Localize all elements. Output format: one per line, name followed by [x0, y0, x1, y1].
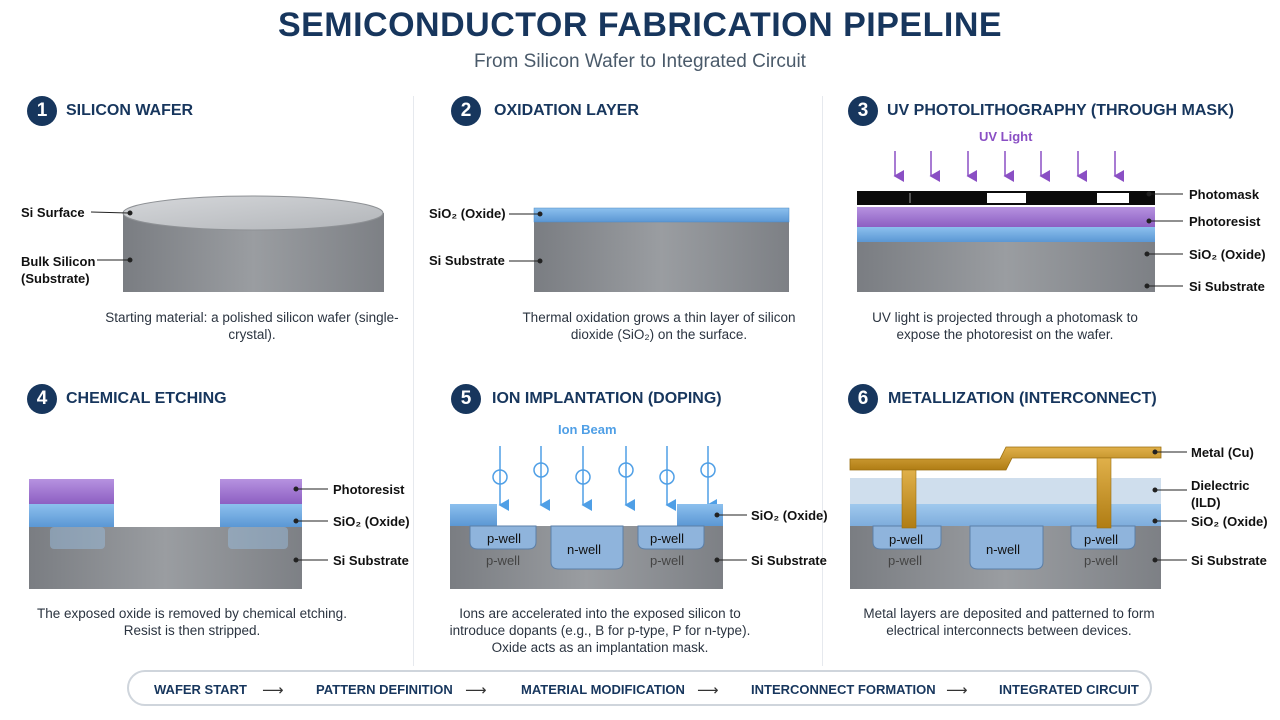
label-oxide: SiO₂ (Oxide) [751, 508, 828, 523]
label-si-surface: Si Surface [21, 205, 85, 220]
label-p-well: p-well [650, 531, 684, 546]
step-number-badge: 2 [451, 96, 481, 126]
label-p-well: p-well [1084, 532, 1118, 547]
arrow-right-icon: ⟶ [262, 682, 284, 699]
label-photoresist: Photoresist [1189, 214, 1261, 229]
metal-stack [849, 446, 1162, 589]
label-p-well: p-well [486, 553, 520, 568]
step-title: SILICON WAFER [66, 102, 194, 119]
step-title: METALLIZATION (INTERCONNECT) [888, 390, 1157, 407]
step-caption: Metal layers are deposited and patterned… [863, 606, 1155, 638]
label-oxide: SiO₂ (Oxide) [1189, 247, 1266, 262]
step-title: OXIDATION LAYER [494, 102, 639, 119]
wafer-leader-lines [90, 210, 133, 263]
label-p-well: p-well [889, 532, 923, 547]
process-flow-bar: WAFER START ⟶ PATTERN DEFINITION ⟶ MATER… [127, 670, 1152, 706]
label-ion-beam: Ion Beam [558, 422, 617, 437]
metal-leader-lines [1152, 449, 1187, 563]
implant-stack [450, 504, 723, 589]
step-caption: Starting material: a polished silicon wa… [105, 310, 399, 342]
label-dielectric: Dielectric (ILD) [1191, 478, 1250, 510]
step-caption: Thermal oxidation grows a thin layer of … [522, 310, 796, 342]
label-uv-light: UV Light [979, 129, 1033, 144]
uv-arrows [893, 151, 1124, 182]
flow-step: INTEGRATED CIRCUIT [999, 682, 1139, 697]
label-p-well: p-well [487, 531, 521, 546]
step-caption: Ions are accelerated into the exposed si… [449, 606, 751, 655]
step-title: CHEMICAL ETCHING [66, 390, 227, 407]
step-caption: The exposed oxide is removed by chemical… [37, 606, 347, 638]
column-divider [822, 96, 823, 666]
label-substrate: Si Substrate [751, 553, 827, 568]
label-oxide: SiO₂ (Oxide) [429, 206, 506, 221]
arrow-right-icon: ⟶ [946, 682, 968, 699]
step-number-badge: 6 [848, 384, 878, 414]
page-title: SEMICONDUCTOR FABRICATION PIPELINE [277, 6, 1003, 44]
step-number-badge: 4 [27, 384, 57, 414]
oxidation-illustration [533, 207, 790, 292]
label-substrate: Si Substrate [1191, 553, 1267, 568]
label-oxide: SiO₂ (Oxide) [1191, 514, 1268, 529]
ion-beam-arrows [492, 446, 717, 511]
step-number-badge: 1 [27, 96, 57, 126]
step-number-badge: 5 [451, 384, 481, 414]
step-title: UV PHOTOLITHOGRAPHY (THROUGH MASK) [887, 102, 1234, 119]
flow-step: PATTERN DEFINITION [316, 682, 453, 697]
label-metal: Metal (Cu) [1191, 445, 1254, 460]
wafer-illustration [122, 195, 384, 292]
label-p-well: p-well [888, 553, 922, 568]
flow-step: MATERIAL MODIFICATION [521, 682, 685, 697]
label-n-well: n-well [986, 542, 1020, 557]
step-number-badge: 3 [848, 96, 878, 126]
label-substrate: Si Substrate [333, 553, 409, 568]
label-oxide: SiO₂ (Oxide) [333, 514, 410, 529]
label-n-well: n-well [567, 542, 601, 557]
flow-step: WAFER START [154, 682, 247, 697]
etch-leader-lines [293, 486, 328, 563]
page-subtitle: From Silicon Wafer to Integrated Circuit [474, 51, 806, 72]
label-p-well: p-well [650, 553, 684, 568]
label-photomask: Photomask [1189, 187, 1260, 202]
flow-step: INTERCONNECT FORMATION [751, 682, 936, 697]
label-substrate: Si Substrate [429, 253, 505, 268]
implant-leader-lines [714, 512, 747, 563]
column-divider [413, 96, 414, 666]
oxidation-leader-lines [509, 211, 543, 264]
litho-leader-lines [1144, 191, 1183, 289]
step-title: ION IMPLANTATION (DOPING) [492, 390, 722, 407]
arrow-right-icon: ⟶ [465, 682, 487, 699]
etch-stack [29, 479, 302, 589]
step-caption: UV light is projected through a photomas… [872, 310, 1138, 342]
photomask-layer [857, 191, 1155, 205]
label-photoresist: Photoresist [333, 482, 405, 497]
label-bulk-silicon: Bulk Silicon (Substrate) [21, 254, 96, 286]
label-substrate: Si Substrate [1189, 279, 1265, 294]
arrow-right-icon: ⟶ [697, 682, 719, 699]
litho-stack [857, 207, 1155, 292]
label-p-well: p-well [1084, 553, 1118, 568]
